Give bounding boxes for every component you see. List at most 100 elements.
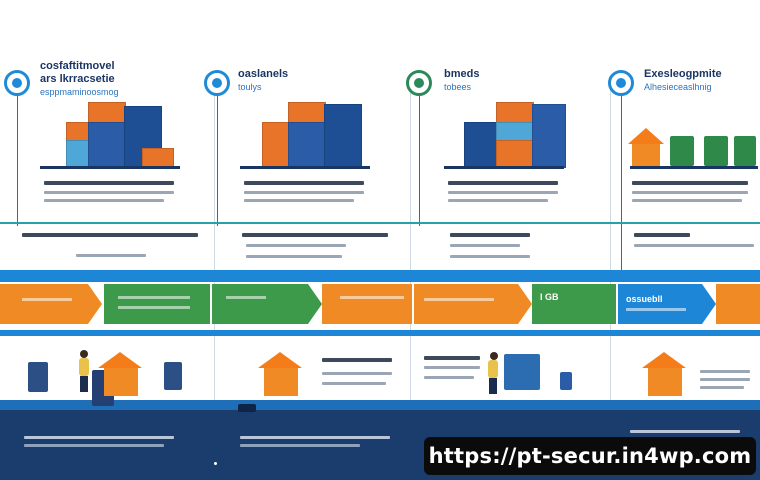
column-3: bmeds tobees bbox=[380, 0, 570, 480]
location-pin-icon bbox=[608, 70, 634, 96]
shipping-container bbox=[496, 102, 534, 124]
hut bbox=[104, 368, 138, 396]
hut-roof bbox=[628, 128, 664, 144]
text-line bbox=[632, 191, 748, 194]
text-line bbox=[424, 356, 480, 360]
flow-segment-1 bbox=[0, 284, 88, 324]
column-title: bmeds tobees bbox=[444, 68, 480, 92]
worker-figure bbox=[80, 376, 88, 392]
flow-segment-3 bbox=[212, 284, 308, 324]
column-4: Exesleogpmite Alhesieceaslhnig bbox=[570, 0, 760, 480]
text-line bbox=[448, 181, 558, 185]
text-line bbox=[700, 370, 750, 373]
shipping-container bbox=[464, 122, 498, 168]
ground-line bbox=[630, 166, 758, 169]
column-subtitle: tobees bbox=[444, 82, 472, 92]
text-line bbox=[244, 199, 354, 202]
column-title: oaslanels toulys bbox=[238, 68, 289, 92]
shipping-container bbox=[66, 140, 90, 168]
text-line bbox=[450, 244, 520, 247]
shipping-container bbox=[88, 122, 126, 168]
ground-line bbox=[444, 166, 564, 169]
bin bbox=[560, 372, 572, 390]
watermark-url: https://pt-secur.in4wp.com bbox=[424, 437, 756, 475]
text-line bbox=[450, 233, 530, 237]
text-line bbox=[244, 181, 364, 185]
flow-text-line bbox=[424, 298, 494, 301]
flow-segment-4 bbox=[322, 284, 412, 324]
text-line bbox=[24, 436, 174, 439]
kiosk bbox=[28, 362, 48, 392]
text-line bbox=[700, 378, 750, 381]
shipping-container bbox=[262, 122, 290, 168]
location-pin-icon bbox=[406, 70, 432, 96]
text-line bbox=[24, 444, 164, 447]
flow-text-line bbox=[626, 308, 686, 311]
worker-figure bbox=[488, 360, 498, 378]
text-line bbox=[424, 376, 474, 379]
column-subtitle: toulys bbox=[238, 82, 262, 92]
worker-figure bbox=[80, 350, 88, 358]
text-line bbox=[632, 199, 742, 202]
location-pin-icon bbox=[204, 70, 230, 96]
column-title: cosfaftitmovel ars lkrracsetie esppmamin… bbox=[40, 60, 119, 97]
text-line bbox=[22, 233, 198, 237]
text-line bbox=[632, 181, 748, 185]
green-bin bbox=[704, 136, 728, 166]
text-line bbox=[76, 254, 146, 257]
sorting-machine bbox=[504, 354, 540, 390]
flow-segment-6 bbox=[532, 284, 616, 324]
column-1: cosfaftitmovel ars lkrracsetie esppmamin… bbox=[0, 0, 198, 480]
hut-roof bbox=[258, 352, 302, 368]
text-line bbox=[44, 199, 164, 202]
text-line bbox=[424, 366, 480, 369]
shipping-container bbox=[66, 122, 90, 142]
text-line bbox=[240, 444, 360, 447]
text-line bbox=[634, 244, 754, 247]
text-line bbox=[448, 191, 558, 194]
flow-text-line bbox=[226, 296, 266, 299]
worker-figure bbox=[79, 358, 89, 376]
cart bbox=[238, 404, 256, 412]
flow-text-line bbox=[22, 298, 72, 301]
flow-segment-5 bbox=[414, 284, 518, 324]
flow-arrow-icon bbox=[88, 284, 102, 324]
flow-text-line bbox=[340, 296, 404, 299]
column-2: oaslanels toulys bbox=[190, 0, 388, 480]
text-line bbox=[240, 436, 390, 439]
column-title: Exesleogpmite Alhesieceaslhnig bbox=[644, 68, 722, 92]
text-line bbox=[630, 430, 740, 433]
text-line bbox=[448, 199, 548, 202]
hut bbox=[648, 368, 682, 396]
flow-text-line bbox=[118, 306, 190, 309]
flow-label: ossuebll bbox=[626, 294, 663, 304]
text-line bbox=[450, 255, 530, 258]
hut bbox=[632, 144, 660, 166]
hut bbox=[264, 368, 298, 396]
flow-arrow-icon bbox=[702, 284, 716, 324]
text-line bbox=[700, 386, 744, 389]
flow-label: I GB bbox=[540, 292, 559, 302]
shipping-container bbox=[142, 148, 174, 168]
ground-line bbox=[240, 166, 370, 169]
text-line bbox=[634, 233, 690, 237]
shipping-container bbox=[496, 140, 534, 168]
flow-band-bottom bbox=[0, 330, 760, 336]
column-subtitle: Alhesieceaslhnig bbox=[644, 82, 712, 92]
timeline-line bbox=[419, 96, 420, 226]
flow-segment-7 bbox=[618, 284, 702, 324]
timeline-line bbox=[217, 96, 218, 226]
flow-band-top bbox=[0, 270, 760, 282]
shipping-container bbox=[288, 122, 326, 168]
green-bin bbox=[670, 136, 694, 166]
ground-line bbox=[40, 166, 180, 169]
worker-figure bbox=[490, 352, 498, 360]
green-bin bbox=[734, 136, 756, 166]
text-line bbox=[44, 181, 174, 185]
text-line bbox=[44, 191, 174, 194]
text-line bbox=[322, 382, 386, 385]
text-line bbox=[242, 233, 388, 237]
column-subtitle: esppmaminoosmog bbox=[40, 87, 119, 97]
shipping-container bbox=[288, 102, 326, 124]
flow-arrow-icon bbox=[518, 284, 532, 324]
